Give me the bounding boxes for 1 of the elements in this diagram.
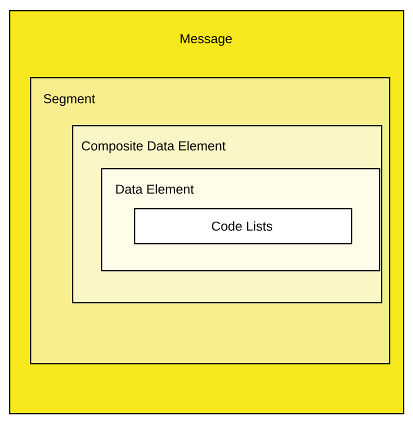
inner-box: Code Lists (134, 208, 352, 244)
